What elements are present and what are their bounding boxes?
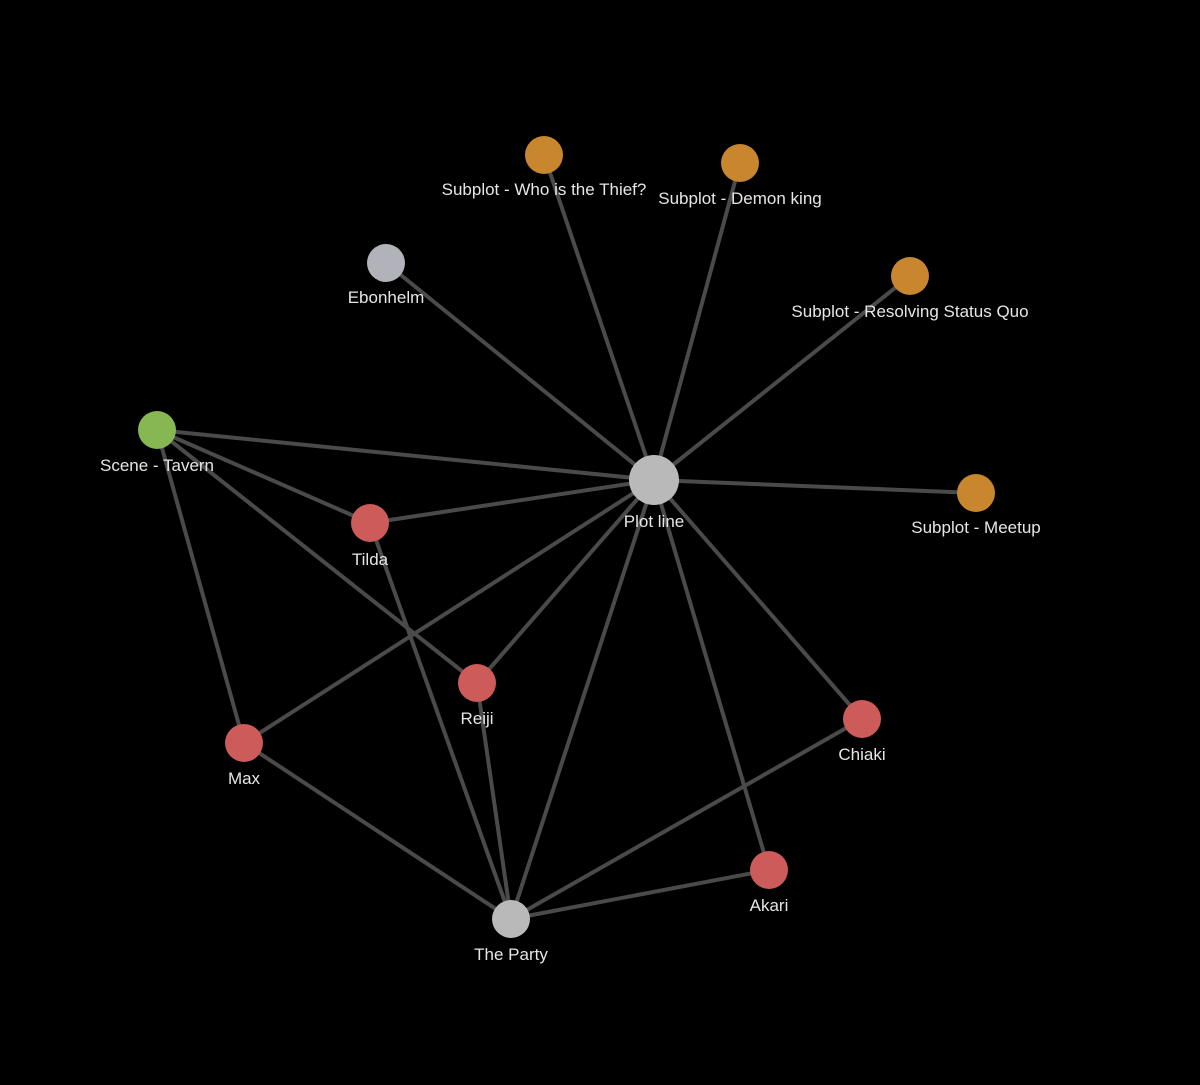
node-label-subplot-demon: Subplot - Demon king <box>658 189 821 208</box>
node-subplot-status[interactable]: Subplot - Resolving Status Quo <box>791 257 1029 321</box>
node-circle-akari[interactable] <box>750 851 788 889</box>
node-scene-tavern[interactable]: Scene - Tavern <box>100 411 214 475</box>
node-subplot-demon[interactable]: Subplot - Demon king <box>658 144 822 208</box>
edge-plot-line-to-akari <box>652 478 771 872</box>
edge-plot-line-to-chiaki <box>652 478 864 721</box>
edge-plot-line-to-subplot-demon <box>652 161 742 482</box>
node-circle-the-party[interactable] <box>492 900 530 938</box>
edge-reiji-to-the-party <box>475 681 513 921</box>
node-label-reiji: Reiji <box>460 709 493 728</box>
edge-max-to-the-party <box>242 741 513 921</box>
edge-plot-line-to-scene-tavern <box>155 428 656 482</box>
node-max[interactable]: Max <box>225 724 263 788</box>
edge-tilda-to-the-party <box>368 521 513 921</box>
edge-scene-tavern-to-tilda <box>155 428 372 525</box>
node-label-plot-line: Plot line <box>624 512 684 531</box>
edge-plot-line-to-the-party <box>509 478 656 921</box>
node-tilda[interactable]: Tilda <box>351 504 389 569</box>
node-subplot-meetup[interactable]: Subplot - Meetup <box>911 474 1041 537</box>
edge-layer <box>155 153 978 921</box>
node-label-chiaki: Chiaki <box>838 745 885 764</box>
edge-plot-line-to-ebonhelm <box>384 261 656 482</box>
edge-scene-tavern-to-max <box>155 428 246 745</box>
node-circle-ebonhelm[interactable] <box>367 244 405 282</box>
node-circle-max[interactable] <box>225 724 263 762</box>
node-label-subplot-status: Subplot - Resolving Status Quo <box>791 302 1028 321</box>
node-circle-subplot-status[interactable] <box>891 257 929 295</box>
edge-plot-line-to-reiji <box>475 478 656 685</box>
node-reiji[interactable]: Reiji <box>458 664 496 728</box>
edge-akari-to-the-party <box>509 868 771 921</box>
node-label-akari: Akari <box>750 896 789 915</box>
node-circle-subplot-meetup[interactable] <box>957 474 995 512</box>
node-circle-subplot-demon[interactable] <box>721 144 759 182</box>
node-chiaki[interactable]: Chiaki <box>838 700 886 764</box>
node-label-subplot-thief: Subplot - Who is the Thief? <box>442 180 647 199</box>
node-ebonhelm[interactable]: Ebonhelm <box>348 244 425 307</box>
node-label-the-party: The Party <box>474 945 548 964</box>
edge-chiaki-to-the-party <box>509 717 864 921</box>
node-circle-tilda[interactable] <box>351 504 389 542</box>
edge-plot-line-to-subplot-status <box>652 274 912 482</box>
node-label-ebonhelm: Ebonhelm <box>348 288 425 307</box>
node-circle-plot-line[interactable] <box>629 455 679 505</box>
edge-plot-line-to-max <box>242 478 656 745</box>
node-the-party[interactable]: The Party <box>474 900 548 964</box>
node-akari[interactable]: Akari <box>750 851 789 915</box>
node-label-tilda: Tilda <box>352 550 389 569</box>
edge-plot-line-to-tilda <box>368 478 656 525</box>
edge-plot-line-to-subplot-meetup <box>652 478 978 495</box>
node-subplot-thief[interactable]: Subplot - Who is the Thief? <box>442 136 647 199</box>
node-circle-chiaki[interactable] <box>843 700 881 738</box>
node-plot-line[interactable]: Plot line <box>624 455 684 531</box>
node-circle-scene-tavern[interactable] <box>138 411 176 449</box>
node-label-max: Max <box>228 769 261 788</box>
edge-plot-line-to-subplot-thief <box>542 153 656 482</box>
node-circle-reiji[interactable] <box>458 664 496 702</box>
node-label-scene-tavern: Scene - Tavern <box>100 456 214 475</box>
edge-scene-tavern-to-reiji <box>155 428 479 685</box>
node-circle-subplot-thief[interactable] <box>525 136 563 174</box>
node-label-subplot-meetup: Subplot - Meetup <box>911 518 1040 537</box>
